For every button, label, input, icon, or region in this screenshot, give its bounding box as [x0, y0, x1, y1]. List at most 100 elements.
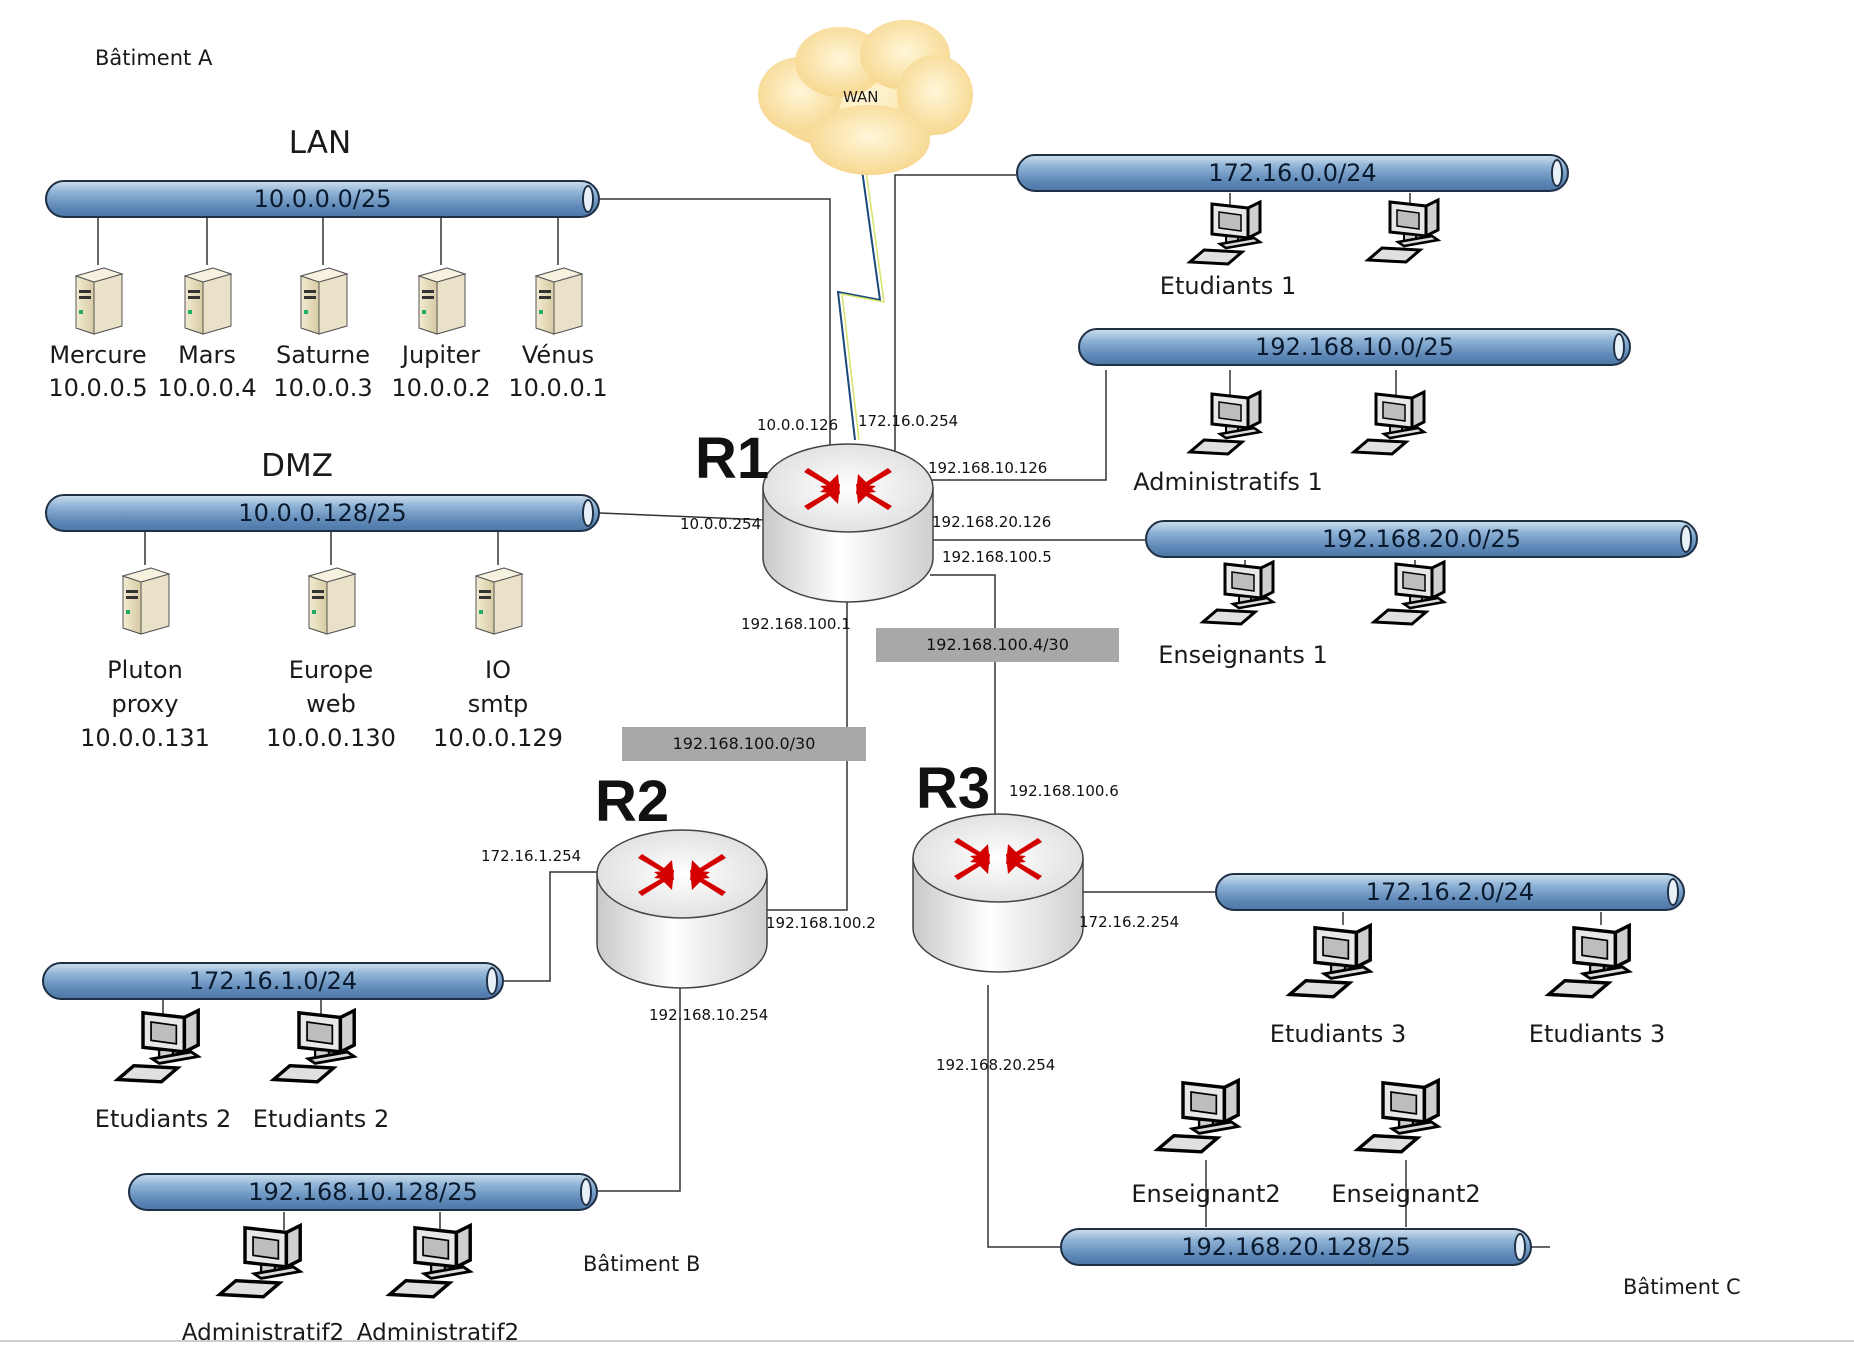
server-icon [183, 267, 233, 335]
lan-server-name: Mars [178, 341, 236, 369]
dmz-server-role: smtp [467, 690, 529, 718]
r1-r2-link [765, 590, 848, 911]
r1-r3-link [930, 574, 996, 815]
lan-server-4 [411, 262, 471, 340]
building-c-label: Bâtiment C [1623, 1275, 1741, 1299]
ens2-pc-icon-2 [1355, 1078, 1440, 1154]
r2-iface-admin: 192.168.10.254 [649, 1006, 769, 1024]
lan-title: LAN [288, 125, 352, 161]
r1-iface-r3link: 192.168.100.5 [942, 548, 1052, 566]
wan-link-bolt [836, 169, 882, 441]
etud2-segment: 172.16.1.0/24 [42, 962, 504, 1000]
ens1-pc-icon-2 [1372, 560, 1446, 626]
dmz-server-ip: 10.0.0.131 [80, 724, 210, 752]
etud3-pc-icon-1 [1287, 923, 1372, 999]
ens2-segment: 192.168.20.128/25 [1060, 1228, 1532, 1266]
lan-server-ip: 10.0.0.5 [48, 374, 148, 402]
dmz-server-role: web [306, 690, 356, 718]
dmz-network: 10.0.0.128/25 [238, 499, 407, 527]
etud3-network: 172.16.2.0/24 [1365, 878, 1535, 906]
ens2-r3-link [987, 985, 1060, 1248]
building-b-label: Bâtiment B [583, 1252, 701, 1276]
admin1-r1-link [930, 370, 1107, 481]
lan-server-2 [177, 262, 237, 340]
r1-iface-admin: 192.168.10.126 [928, 459, 1048, 477]
building-a-label: Bâtiment A [95, 46, 213, 70]
ens2-label-1: Enseignant2 [1131, 1180, 1281, 1208]
dmz-server-name: Pluton [107, 656, 183, 684]
etud3-label-2: Etudiants 3 [1528, 1020, 1666, 1048]
server-icon [534, 267, 584, 335]
etud1-network: 172.16.0.0/24 [1208, 159, 1377, 187]
etud1-segment: 172.16.0.0/24 [1016, 154, 1569, 192]
server-icon [299, 267, 349, 335]
etud1-pc-icon-1 [1188, 200, 1262, 266]
etud3-label-1: Etudiants 3 [1269, 1020, 1407, 1048]
admin2-pc-icon-1 [217, 1223, 302, 1299]
dmz-server-2 [301, 562, 361, 640]
admin2-segment: 192.168.10.128/25 [128, 1173, 598, 1211]
server-icon [74, 267, 124, 335]
dmz-title: DMZ [261, 448, 333, 484]
ens2-pc-icon-1 [1155, 1078, 1240, 1154]
dmz-server-name: IO [485, 656, 511, 684]
lan-segment: 10.0.0.0/25 [45, 180, 600, 218]
ens1-segment: 192.168.20.0/25 [1145, 520, 1698, 558]
lan-server-5 [528, 262, 588, 340]
r3-router-icon [912, 813, 1084, 973]
server-icon [307, 567, 357, 635]
bottom-rule [0, 1340, 1854, 1342]
ens1-network: 192.168.20.0/25 [1322, 525, 1521, 553]
admin1-pc-icon-1 [1188, 390, 1262, 456]
etud3-segment: 172.16.2.0/24 [1215, 873, 1685, 911]
lan-server-name: Vénus [521, 341, 595, 369]
dmz-server-ip: 10.0.0.130 [266, 724, 396, 752]
r2-iface-etud: 172.16.1.254 [481, 847, 582, 865]
r1-iface-ens: 192.168.20.126 [932, 513, 1052, 531]
r1-router-icon [762, 443, 934, 603]
r3-name: R3 [916, 756, 991, 821]
lan-server-1 [68, 262, 128, 340]
server-icon [474, 567, 524, 635]
r2-name: R2 [595, 769, 670, 834]
lan-server-name: Mercure [49, 341, 147, 369]
lan-server-name: Jupiter [401, 341, 481, 369]
admin1-label: Administratifs 1 [1133, 468, 1323, 496]
server-icon [417, 267, 467, 335]
dmz-server-role: proxy [111, 690, 179, 718]
r3-iface-r1link: 192.168.100.6 [1009, 782, 1119, 800]
etud2-label-2: Etudiants 2 [252, 1105, 390, 1133]
lan-server-3 [293, 262, 353, 340]
r1-r3-link-network: 192.168.100.4/30 [876, 628, 1119, 662]
etud2-pc-icon-2 [271, 1008, 356, 1084]
dmz-server-3 [468, 562, 528, 640]
etud2-pc-icon-1 [115, 1008, 200, 1084]
r2-router-icon [596, 829, 768, 989]
dmz-r1-link [599, 512, 766, 521]
etud1-pc-icon-2 [1366, 198, 1440, 264]
ens2-network: 192.168.20.128/25 [1181, 1233, 1411, 1261]
r1-iface-dmz: 10.0.0.254 [680, 515, 762, 533]
r1-iface-r2link: 192.168.100.1 [741, 615, 851, 633]
lan-server-ip: 10.0.0.4 [157, 374, 257, 402]
r2-iface-r1link: 192.168.100.2 [766, 914, 876, 932]
dmz-server-1 [115, 562, 175, 640]
r1-iface-lan: 10.0.0.126 [757, 416, 839, 434]
lan-server-ip: 10.0.0.2 [391, 374, 491, 402]
admin1-pc-icon-2 [1352, 390, 1426, 456]
admin2-pc-icon-2 [387, 1223, 472, 1299]
lan-server-ip: 10.0.0.1 [508, 374, 608, 402]
etud2-label-1: Etudiants 2 [94, 1105, 232, 1133]
etud1-label: Etudiants 1 [1159, 272, 1297, 300]
dmz-segment: 10.0.0.128/25 [45, 494, 600, 532]
lan-r1-link [600, 198, 831, 470]
r1-r2-link-network: 192.168.100.0/30 [622, 727, 866, 761]
lan-network: 10.0.0.0/25 [253, 185, 392, 213]
r1-iface-wan: 172.16.0.254 [858, 412, 959, 430]
admin1-segment: 192.168.10.0/25 [1078, 328, 1631, 366]
wan-label: WAN [843, 88, 879, 106]
